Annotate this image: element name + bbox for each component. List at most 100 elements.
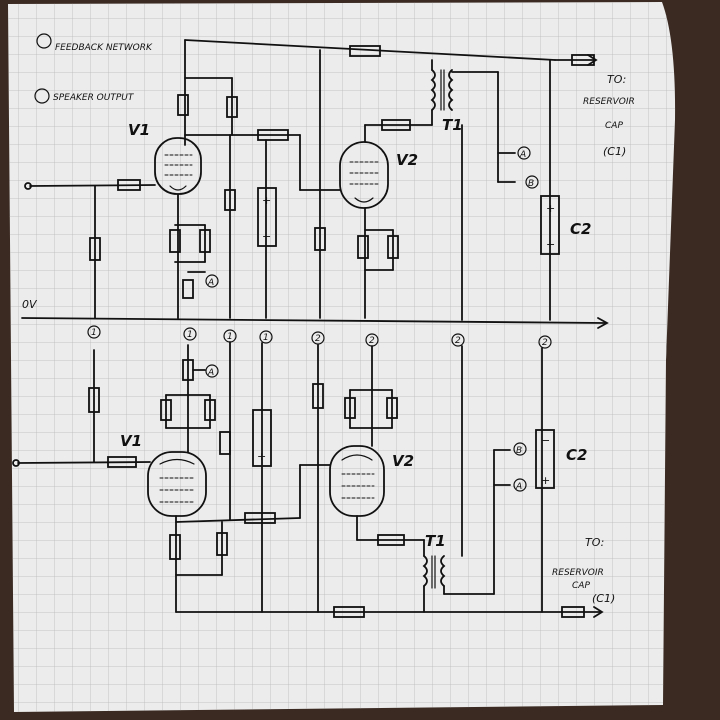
top-cap-label: CAP — [605, 121, 623, 131]
bottom-v2-grid-resistor — [312, 383, 324, 409]
node-marker — [87, 325, 101, 339]
top-cap-minus: − — [262, 230, 271, 243]
top-output-a-node — [517, 146, 531, 160]
bottom-v2-cathode-cap — [386, 397, 398, 419]
bottom-anode-resistor-a — [169, 534, 181, 560]
bottom-c1-label: (C1) — [592, 592, 615, 605]
top-v2-cathode-resistor — [357, 235, 369, 259]
top-supply-out-resistor — [571, 54, 595, 66]
node-number: 2 — [315, 334, 321, 344]
note-feedback-network: FEEDBACK NETWORK — [55, 43, 153, 53]
bottom-coupling-resistor — [244, 512, 276, 524]
top-decoupling-cap — [257, 187, 277, 247]
rail-label: 0V — [22, 298, 38, 311]
top-cathode-resistor — [169, 229, 181, 253]
node-number: 2 — [369, 336, 375, 346]
bottom-c2-capacitor — [535, 429, 555, 489]
page-grid — [8, 2, 676, 712]
top-v2-label: V2 — [396, 151, 418, 169]
top-c2-label: C2 — [570, 220, 591, 238]
note-b-marker — [34, 88, 50, 104]
bottom-resistor-r3 — [219, 431, 231, 455]
top-cap-plus: + — [262, 194, 271, 207]
top-anode-resistor-a — [177, 94, 189, 116]
bottom-input-terminal — [12, 459, 20, 467]
top-feedback-resistor — [182, 279, 194, 299]
bottom-transformer-secondary — [440, 555, 446, 587]
top-c2-capacitor — [540, 195, 560, 255]
top-input-wire — [29, 184, 156, 187]
bottom-transformer-primary — [422, 555, 428, 587]
top-reservoir-label: RESERVOIR — [583, 97, 635, 107]
node-marker — [538, 335, 552, 349]
rail-arrow-icon — [597, 317, 609, 329]
bottom-supply-out-resistor — [561, 606, 585, 618]
zero-volt-rail — [21, 317, 606, 324]
bottom-c2-minus: − — [541, 434, 550, 447]
top-c2-plus: + — [546, 202, 555, 215]
node-number: 2 — [542, 338, 548, 348]
node-number: 1 — [263, 333, 269, 343]
top-output-a-letter: A — [519, 150, 526, 160]
bottom-cathode-cap — [204, 399, 216, 421]
node-marker — [311, 331, 325, 345]
node-number: 1 — [91, 328, 97, 338]
node-number: 1 — [187, 330, 193, 340]
top-coupling-resistor — [257, 129, 289, 141]
top-to-label: TO: — [607, 73, 626, 86]
top-resistor-r3 — [224, 189, 236, 211]
bottom-output-a-letter: A — [515, 482, 522, 492]
bottom-t1-label: T1 — [425, 532, 446, 550]
top-grid-leak-resistor — [89, 237, 101, 261]
bottom-v2-anode-resistor — [377, 534, 405, 546]
node-number: 2 — [455, 336, 461, 346]
note-speaker-output: SPEAKER OUTPUT — [53, 93, 135, 103]
bottom-cap-label: CAP — [572, 581, 590, 591]
top-c1-label: (C1) — [603, 145, 626, 158]
bottom-anode-resistor-b — [216, 532, 228, 556]
top-feedback-node — [205, 274, 219, 288]
top-v2-anode-resistor — [381, 119, 411, 131]
bottom-to-label: TO: — [585, 536, 604, 549]
bottom-v2-cathode-resistor — [344, 397, 356, 419]
node-marker — [451, 333, 465, 347]
bottom-reservoir-label: RESERVOIR — [552, 568, 604, 578]
bottom-grid-resistor — [107, 456, 137, 468]
top-t1-label: T1 — [442, 116, 463, 134]
top-output-b-letter: B — [528, 179, 534, 189]
top-c2-minus: − — [546, 238, 555, 251]
top-v1-label: V1 — [128, 121, 150, 139]
top-transformer-primary — [430, 69, 436, 111]
top-supply-resistor — [349, 45, 381, 57]
bottom-output-b-node — [513, 442, 527, 456]
bottom-input-wire — [17, 461, 151, 464]
top-v2-grid-resistor — [314, 227, 326, 251]
note-a-marker — [36, 33, 52, 49]
bottom-grid-leak-resistor — [88, 387, 100, 413]
bottom-v1-label: V1 — [120, 432, 142, 450]
top-supply-wire — [184, 39, 556, 61]
bottom-output-b-letter: B — [516, 446, 522, 456]
top-output-b-node — [525, 175, 539, 189]
bottom-decoupling-cap — [252, 409, 272, 467]
node-number: 1 — [227, 332, 233, 342]
bottom-v2-label: V2 — [392, 452, 414, 470]
bottom-cathode-resistor — [160, 399, 172, 421]
bottom-feedback-node — [205, 364, 219, 378]
node-marker — [259, 330, 273, 344]
top-transformer-secondary — [448, 69, 454, 111]
bottom-c2-plus: + — [541, 474, 550, 487]
node-marker — [183, 327, 197, 341]
bottom-feedback-letter: A — [207, 368, 214, 378]
top-input-terminal — [24, 182, 32, 190]
bottom-c2-label: C2 — [566, 446, 587, 464]
top-grid-resistor — [117, 179, 141, 191]
bottom-cap-plus: + — [257, 450, 266, 463]
top-v2-tube — [339, 141, 389, 209]
top-anode-resistor-b — [226, 96, 238, 118]
bottom-v1-tube — [147, 451, 207, 517]
bottom-supply-resistor — [333, 606, 365, 618]
top-feedback-letter: A — [207, 278, 214, 288]
bottom-output-a-node — [513, 478, 527, 492]
